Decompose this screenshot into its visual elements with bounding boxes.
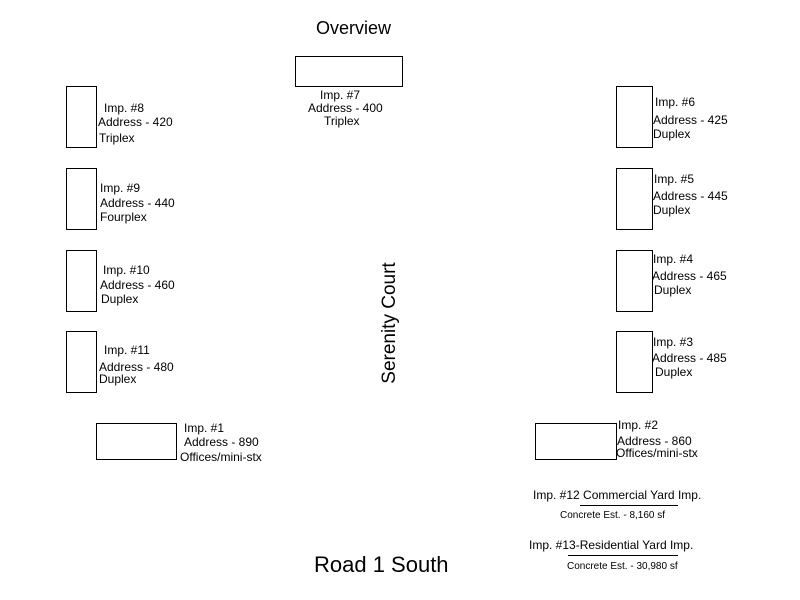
imp-7-footprint [295, 56, 403, 87]
imp-11-footprint [66, 331, 97, 393]
imp-7-address: Address - 400 [308, 101, 383, 115]
imp-8-type: Triplex [99, 131, 135, 145]
imp-13-title: Imp. #13-Residential Yard Imp. [529, 538, 694, 552]
imp-10-name: Imp. #10 [103, 263, 150, 277]
imp-7-type: Triplex [324, 114, 360, 128]
imp-10-address: Address - 460 [100, 278, 175, 292]
imp-6-footprint [616, 86, 653, 148]
imp-6-address: Address - 425 [653, 113, 728, 127]
imp-7-name: Imp. #7 [320, 88, 361, 102]
imp-4-footprint [616, 250, 653, 312]
imp-11-type: Duplex [99, 372, 137, 386]
imp-4-address: Address - 465 [652, 269, 727, 283]
road-label: Road 1 South [314, 552, 449, 577]
page-title: Overview [316, 18, 392, 38]
imp-8-name: Imp. #8 [104, 101, 145, 115]
imp-13-underline [568, 555, 678, 556]
imp-2-name: Imp. #2 [618, 418, 659, 432]
imp-8-footprint [66, 86, 97, 148]
imp-5-footprint [616, 168, 653, 230]
imp-6-type: Duplex [653, 127, 691, 141]
imp-9-type: Fourplex [100, 210, 147, 224]
imp-5-type: Duplex [653, 203, 691, 217]
imp-12-underline [580, 505, 678, 506]
imp-1-address: Address - 890 [184, 435, 259, 449]
imp-2-type: Offices/mini-stx [616, 446, 698, 460]
imp-8-address: Address - 420 [98, 115, 173, 129]
imp-11-name: Imp. #11 [104, 343, 150, 357]
imp-13-note: Concrete Est. - 30,980 sf [567, 561, 678, 572]
imp-3-type: Duplex [655, 365, 693, 379]
imp-4-name: Imp. #4 [653, 252, 694, 266]
street-label: Serenity Court [379, 262, 400, 384]
imp-12-title: Imp. #12 Commercial Yard Imp. [533, 488, 702, 502]
imp-9-name: Imp. #9 [100, 181, 141, 195]
imp-2-address: Address - 860 [617, 434, 692, 448]
imp-3-name: Imp. #3 [653, 335, 694, 349]
imp-6-name: Imp. #6 [655, 95, 696, 109]
imp-1-name: Imp. #1 [184, 421, 225, 435]
imp-5-name: Imp. #5 [654, 172, 695, 186]
imp-5-address: Address - 445 [653, 189, 728, 203]
imp-11-address: Address - 480 [99, 360, 174, 374]
imp-3-footprint [616, 331, 653, 393]
imp-4-type: Duplex [654, 283, 692, 297]
imp-2-footprint [535, 423, 617, 460]
imp-10-type: Duplex [101, 292, 139, 306]
imp-9-footprint [66, 168, 97, 230]
imp-9-address: Address - 440 [100, 196, 175, 210]
imp-3-address: Address - 485 [652, 351, 727, 365]
imp-1-footprint [96, 423, 177, 460]
imp-1-type: Offices/mini-stx [180, 450, 262, 464]
imp-10-footprint [66, 250, 97, 312]
imp-12-note: Concrete Est. - 8,160 sf [560, 510, 666, 521]
